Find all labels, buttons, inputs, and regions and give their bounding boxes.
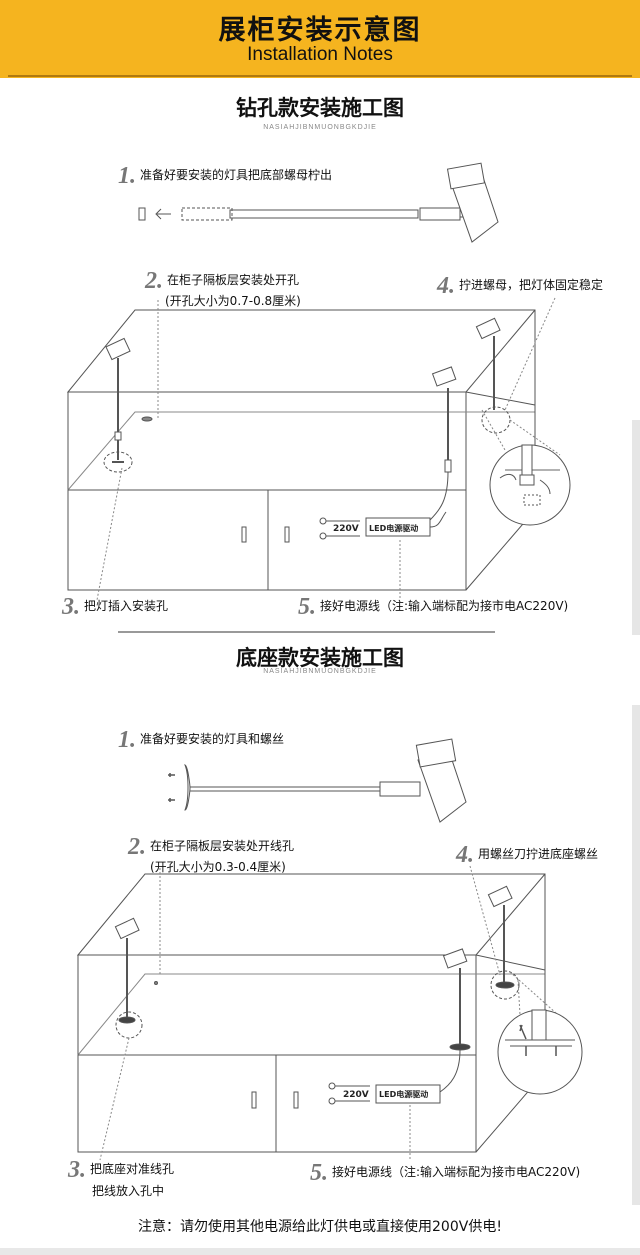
- right-edge-bar: [632, 705, 640, 1205]
- section2-title: 底座款安装施工图: [236, 646, 404, 670]
- spotlight-icon: [446, 162, 499, 243]
- s1-driver-label: LED电源驱动: [369, 523, 418, 533]
- section2-subtitle: NASIAHJIBNMUONBGKDJIE: [263, 668, 377, 675]
- s2-cabinet: [76, 873, 546, 1153]
- s2-zoom-detail: [497, 971, 583, 1095]
- footer-bar: [0, 1248, 640, 1255]
- s1-zoom-detail: [481, 409, 571, 526]
- s1-step-4: 4.拧进螺母，把灯体固定稳定: [437, 273, 604, 299]
- s2-leader-lines: [99, 865, 501, 1161]
- s1-step-3: 3.把灯插入安装孔: [62, 594, 169, 620]
- s2-driver-label: LED电源驱动: [379, 1089, 428, 1099]
- header-divider: [8, 75, 632, 77]
- s2-step-1: 1.准备好要安装的灯具和螺丝: [118, 727, 285, 753]
- s2-lamp-exploded: [168, 738, 467, 823]
- s1-step-1: 1.准备好要安装的灯具把底部螺母柠出: [118, 163, 333, 189]
- s2-step-4: 4.用螺丝刀拧进底座螺丝: [456, 842, 599, 868]
- s2-step-3: 3.把底座对准线孔 把线放入孔中: [68, 1157, 175, 1198]
- s1-step-2: 2.在柜子隔板层安装处开孔 (开孔大小为0.7-0.8厘米): [145, 268, 301, 308]
- section1-subtitle: NASIAHJIBNMUONBGKDJIE: [263, 124, 377, 131]
- s1-leader-lines: [96, 297, 556, 601]
- s2-step-2: 2.在柜子隔板层安装处开线孔 (开孔大小为0.3-0.4厘米): [128, 834, 295, 874]
- warning-note: 注意：请勿使用其他电源给此灯供电或直接使用200V供电!: [138, 1219, 502, 1235]
- section1-title: 钻孔款安装施工图: [236, 96, 404, 120]
- s1-step-5: 5.接好电源线（注:输入端标配为接市电AC220V): [298, 594, 569, 620]
- page-subtitle: Installation Notes: [247, 44, 393, 65]
- s2-step-5: 5.接好电源线（注:输入端标配为接市电AC220V): [310, 1160, 581, 1186]
- s1-cabinet: [66, 309, 536, 591]
- power-driver-box: [328, 1082, 441, 1105]
- s2-voltage-label: 220V: [343, 1090, 369, 1100]
- spotlight-icon: [415, 738, 467, 823]
- power-driver-box: [319, 511, 447, 540]
- s1-voltage-label: 220V: [333, 524, 359, 534]
- s1-lamp-exploded: [138, 162, 499, 243]
- spotlight-icon: [103, 337, 133, 473]
- spotlight-icon: [439, 885, 520, 1093]
- page-title: 展柜安装示意图: [218, 15, 422, 46]
- spotlight-icon: [114, 917, 143, 1039]
- right-edge-bar: [632, 420, 640, 635]
- page-header: 展柜安装示意图 Installation Notes: [0, 0, 640, 78]
